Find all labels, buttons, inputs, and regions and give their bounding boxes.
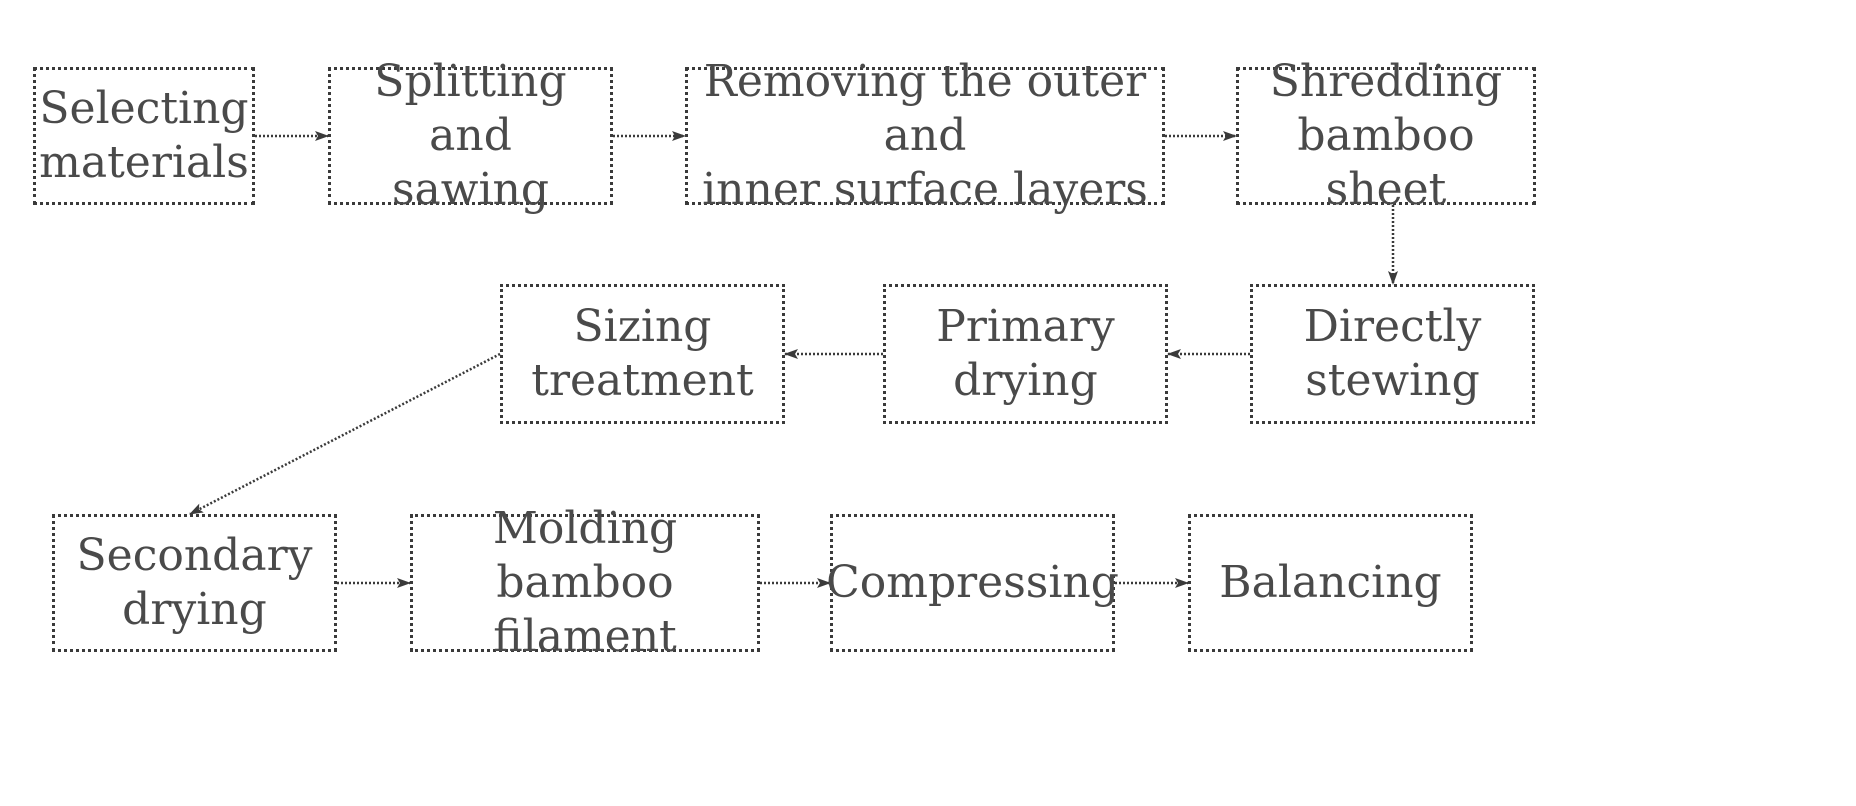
step-sizing-treatment: Sizing treatment (500, 284, 785, 424)
step-shredding-bamboo-sheet: Shredding bamboo sheet (1236, 67, 1536, 205)
step-selecting-materials: Selecting materials (33, 67, 255, 205)
step-molding-bamboo-filament: Molding bamboo filament (410, 514, 760, 652)
step-removing-surface-layers: Removing the outer and inner surface lay… (685, 67, 1165, 205)
step-primary-drying: Primary drying (883, 284, 1168, 424)
connector-sizing-to-secondary (190, 354, 500, 514)
step-balancing: Balancing (1188, 514, 1473, 652)
step-secondary-drying: Secondary drying (52, 514, 337, 652)
step-compressing: Compressing (830, 514, 1115, 652)
step-splitting-and-sawing: Splitting and sawing (328, 67, 613, 205)
step-directly-stewing: Directly stewing (1250, 284, 1535, 424)
